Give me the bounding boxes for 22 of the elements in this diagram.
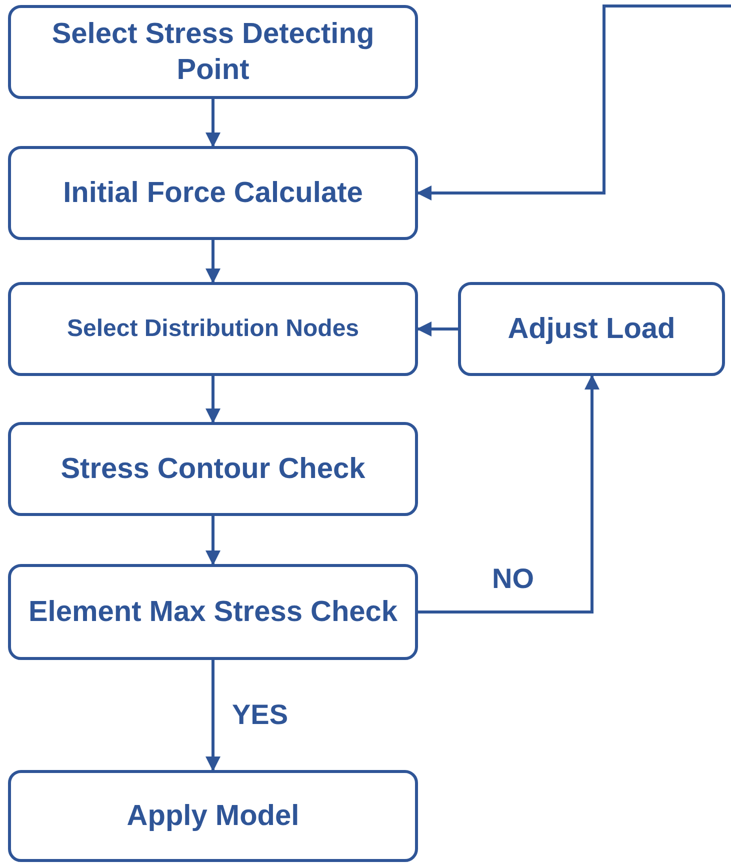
box-label: Element Max Stress Check xyxy=(27,594,399,630)
box-label: Select Stress Detecting Point xyxy=(50,16,376,88)
process-box xyxy=(8,564,418,660)
arrow xyxy=(206,376,220,424)
process-box xyxy=(8,5,418,99)
process-box xyxy=(8,422,418,516)
arrow xyxy=(416,4,731,200)
box-label: Apply Model xyxy=(126,798,300,834)
arrow xyxy=(206,516,220,566)
process-box xyxy=(458,282,725,376)
arrow xyxy=(206,240,220,284)
process-box xyxy=(8,282,418,376)
box-label: Adjust Load xyxy=(506,312,676,347)
arrow xyxy=(416,322,458,336)
process-box xyxy=(8,146,418,240)
arrow xyxy=(206,660,220,772)
box-label: Stress Contour Check xyxy=(60,452,366,487)
arrow xyxy=(418,374,600,614)
arrow xyxy=(206,99,220,148)
box-label: Initial Force Calculate xyxy=(62,176,364,211)
box-label: Select Distribution Nodes xyxy=(66,314,360,344)
process-box xyxy=(8,770,418,862)
